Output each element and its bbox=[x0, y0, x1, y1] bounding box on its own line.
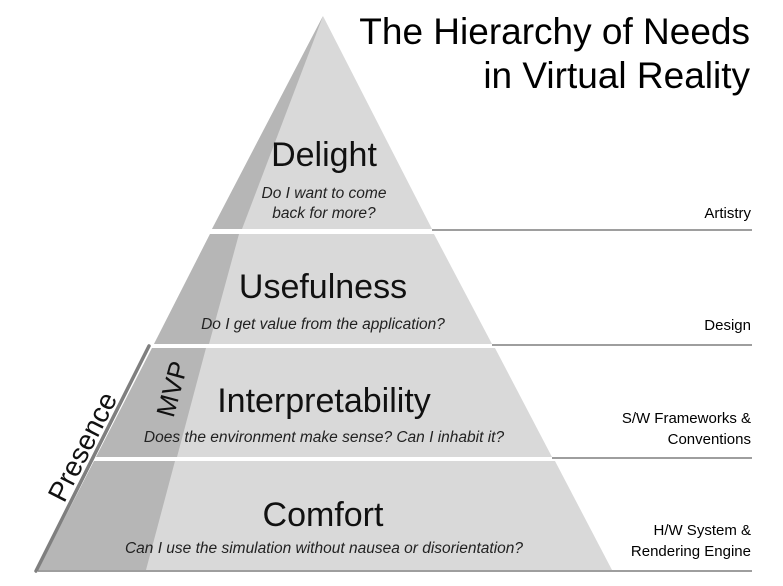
delight-question-line-2: back for more? bbox=[272, 205, 376, 222]
level-delight-question: Do I want to come back for more? bbox=[224, 184, 424, 224]
level-comfort-title: Comfort bbox=[262, 496, 384, 534]
title-line-2: in Virtual Reality bbox=[483, 55, 750, 96]
shadow-delight bbox=[212, 16, 323, 229]
hw-line-2: Rendering Engine bbox=[630, 543, 751, 560]
tier-delight bbox=[212, 16, 432, 229]
presence-bracket bbox=[34, 344, 151, 573]
side-label-hw-system: H/W System & Rendering Engine bbox=[631, 520, 751, 562]
title-line-1: The Hierarchy of Needs bbox=[359, 11, 750, 52]
level-interpretability-title: Interpretability bbox=[217, 382, 431, 420]
shadow-comfort bbox=[38, 461, 175, 570]
tier-comfort bbox=[38, 461, 612, 570]
sw-line-2: Conventions bbox=[667, 431, 751, 448]
hw-line-1: H/W System & bbox=[653, 522, 751, 539]
level-usefulness-title: Usefulness bbox=[238, 268, 408, 306]
tier-interpretability bbox=[96, 348, 552, 457]
level-comfort-question: Can I use the simulation without nausea … bbox=[124, 540, 524, 557]
side-label-artistry: Artistry bbox=[704, 205, 751, 222]
delight-question-line-1: Do I want to come bbox=[261, 185, 387, 202]
level-delight-title: Delight bbox=[271, 136, 377, 174]
tier-usefulness bbox=[154, 234, 492, 344]
level-interpretability-question: Does the environment make sense? Can I i… bbox=[143, 429, 505, 446]
level-usefulness-question: Do I get value from the application? bbox=[201, 316, 445, 333]
shadow-usefulness bbox=[154, 234, 239, 344]
side-label-sw-frameworks: S/W Frameworks & Conventions bbox=[622, 408, 751, 450]
shadow-interpretability bbox=[96, 348, 206, 457]
side-label-design: Design bbox=[704, 317, 751, 334]
diagram-title: The Hierarchy of Needs in Virtual Realit… bbox=[359, 10, 750, 98]
sw-line-1: S/W Frameworks & bbox=[621, 410, 751, 427]
